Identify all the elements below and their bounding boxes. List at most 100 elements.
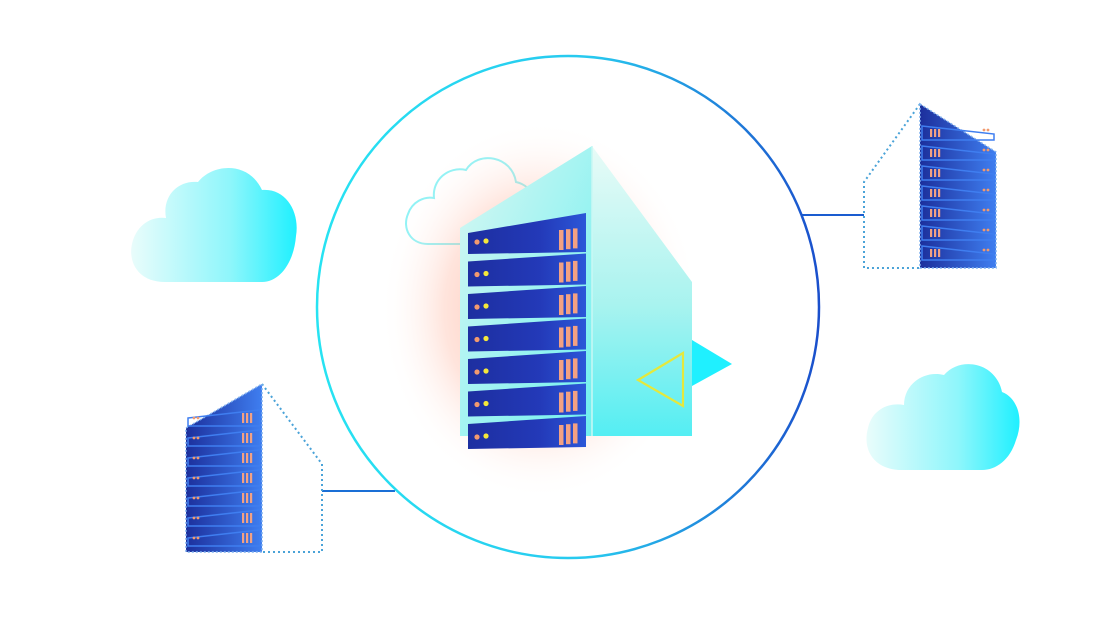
vent-slot	[242, 493, 245, 503]
vent-slot	[250, 493, 253, 503]
led-indicator	[474, 304, 480, 310]
led-indicator	[192, 496, 196, 500]
vent-slot	[559, 295, 564, 315]
vent-slot	[934, 189, 937, 197]
led-indicator	[192, 516, 196, 520]
vent-slot	[242, 453, 245, 463]
server-unit	[187, 469, 261, 487]
vent-slot	[242, 513, 245, 523]
central-server-rack-icon	[460, 146, 732, 449]
led-indicator	[982, 128, 986, 132]
hub-circle	[315, 54, 821, 560]
vent-slot	[559, 262, 564, 283]
led-indicator	[982, 188, 986, 192]
led-indicator	[982, 208, 986, 212]
play-arrow-icon	[692, 340, 732, 386]
remote-rack-outline	[863, 103, 921, 269]
vent-slot	[930, 189, 933, 197]
vent-slot	[246, 413, 249, 423]
vent-slot	[566, 294, 571, 315]
vent-slot	[250, 473, 253, 483]
vent-slot	[938, 229, 941, 237]
remote-server-rack-icon	[919, 102, 997, 269]
vent-slot	[566, 261, 571, 282]
led-indicator	[196, 476, 200, 480]
led-indicator	[483, 270, 489, 277]
server-unit	[921, 145, 995, 161]
led-indicator	[474, 336, 480, 343]
vent-slot	[573, 423, 578, 444]
vent-slot	[934, 129, 937, 137]
vent-slot	[573, 293, 578, 314]
vent-slot	[930, 249, 933, 257]
server-unit	[187, 409, 261, 427]
vent-slot	[559, 425, 564, 445]
play-outline-icon	[635, 351, 685, 408]
vent-slot	[246, 433, 249, 443]
vent-slot	[250, 533, 253, 543]
server-unit	[921, 125, 995, 141]
central-rack-units	[468, 213, 586, 449]
server-unit	[468, 253, 586, 287]
led-indicator	[483, 433, 489, 439]
server-unit	[468, 213, 586, 254]
vent-slot	[573, 358, 578, 379]
server-unit	[468, 416, 586, 449]
led-indicator	[483, 335, 489, 342]
vent-slot	[934, 149, 937, 157]
vent-slot	[938, 149, 941, 157]
vent-slot	[938, 209, 941, 217]
server-unit	[468, 383, 586, 417]
vent-slot	[938, 129, 941, 137]
vent-slot	[246, 513, 249, 523]
led-indicator	[192, 436, 196, 440]
vent-slot	[938, 169, 941, 177]
led-indicator	[192, 536, 196, 540]
vent-slot	[573, 325, 578, 346]
server-unit	[187, 509, 261, 527]
cloud-icon	[866, 364, 1020, 470]
vent-slot	[934, 169, 937, 177]
server-unit	[921, 225, 995, 241]
led-indicator	[192, 476, 196, 480]
vent-slot	[559, 327, 564, 348]
server-unit	[187, 529, 261, 547]
led-indicator	[474, 401, 480, 408]
led-indicator	[474, 369, 480, 375]
server-unit	[921, 245, 995, 261]
vent-slot	[566, 391, 571, 412]
vent-slot	[938, 249, 941, 257]
vent-slot	[250, 413, 253, 423]
led-indicator	[196, 496, 200, 500]
vent-slot	[242, 473, 245, 483]
vent-slot	[566, 326, 571, 347]
vent-slot	[559, 360, 564, 380]
vent-slot	[930, 169, 933, 177]
led-indicator	[474, 271, 480, 278]
led-indicator	[192, 456, 196, 460]
vent-slot	[934, 249, 937, 257]
led-indicator	[196, 536, 200, 540]
vent-slot	[250, 433, 253, 443]
led-indicator	[982, 248, 986, 252]
vent-slot	[246, 453, 249, 463]
server-unit	[187, 489, 261, 507]
remote-rack-outline	[261, 383, 323, 553]
remote-server-rack-icon	[185, 382, 263, 553]
led-indicator	[986, 148, 990, 152]
led-indicator	[986, 228, 990, 232]
vent-slot	[559, 230, 564, 250]
led-indicator	[196, 416, 200, 420]
remote-rack-units	[187, 409, 261, 547]
vent-slot	[934, 209, 937, 217]
led-indicator	[192, 416, 196, 420]
cloud-icon	[131, 167, 297, 282]
led-indicator	[986, 168, 990, 172]
led-indicator	[986, 208, 990, 212]
vent-slot	[934, 229, 937, 237]
led-indicator	[986, 188, 990, 192]
server-unit	[468, 318, 586, 352]
server-unit	[921, 205, 995, 221]
vent-slot	[559, 392, 564, 413]
